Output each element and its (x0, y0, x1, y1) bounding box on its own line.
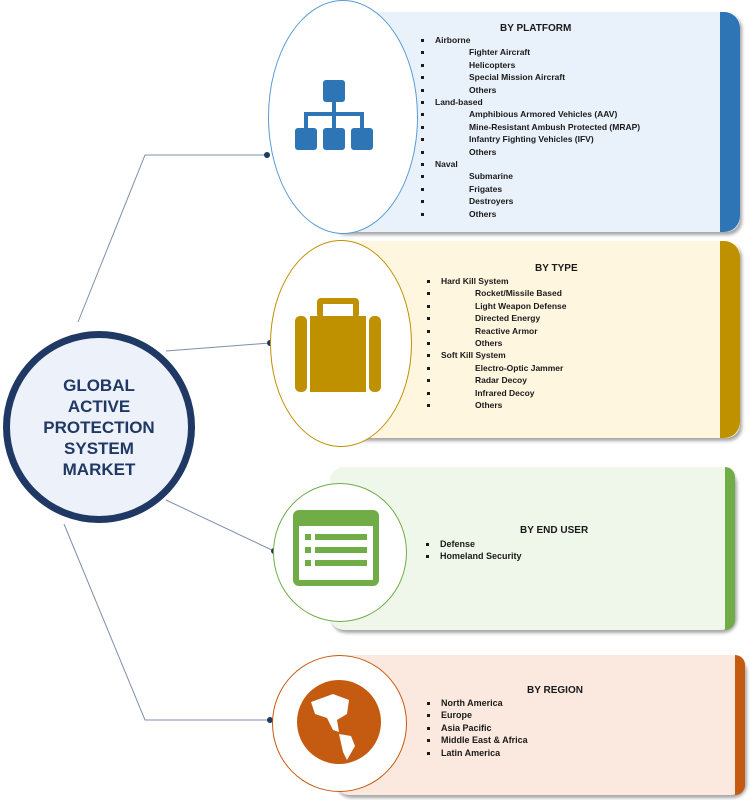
market-title-line: SYSTEM (64, 438, 134, 458)
region-title: BY REGION (527, 685, 583, 696)
market-title-line: ACTIVE (67, 396, 131, 416)
list-item: Reactive Armor (426, 325, 566, 337)
globe-icon (297, 680, 381, 764)
briefcase-icon (295, 298, 381, 392)
list-item: Latin America (427, 747, 528, 759)
list-item: Others (420, 146, 640, 158)
list-item: North America (427, 697, 528, 709)
list-item: Infrared Decoy (426, 387, 566, 399)
type-title: BY TYPE (535, 263, 578, 274)
list-item: Homeland Security (426, 551, 522, 562)
list-item: Others (420, 208, 640, 220)
list-item: Electro-Optic Jammer (426, 362, 566, 374)
list-icon (293, 510, 379, 586)
list-item-group: Hard Kill System (426, 275, 566, 287)
end-user-title: BY END USER (520, 525, 589, 536)
list-item-group: Land-based (420, 96, 640, 108)
list-item: Radar Decoy (426, 374, 566, 386)
list-item: Destroyers (420, 195, 640, 207)
list-item: Light Weapon Defense (426, 300, 566, 312)
list-item: Mine-Resistant Ambush Protected (MRAP) (420, 121, 640, 133)
list-item-group: Airborne (420, 34, 640, 46)
list-item: Middle East & Africa (427, 735, 528, 746)
platform-icon-ellipse (268, 0, 418, 234)
list-item: Asia Pacific (427, 722, 528, 734)
list-item: Europe (427, 709, 528, 721)
list-item: Special Mission Aircraft (420, 71, 640, 83)
list-item: Fighter Aircraft (420, 46, 640, 58)
market-title-line: GLOBAL (63, 375, 135, 395)
list-item: Others (426, 337, 566, 349)
list-item: Helicopters (420, 59, 640, 71)
market-title-line: MARKET (62, 459, 136, 479)
list-item: Defense (426, 538, 522, 550)
list-item: Directed Energy (426, 312, 566, 324)
list-item: Infantry Fighting Vehicles (IFV) (420, 133, 640, 145)
list-item: Submarine (420, 170, 640, 182)
platform-title: BY PLATFORM (500, 23, 572, 34)
list-item: Frigates (420, 183, 640, 195)
hierarchy-icon (295, 80, 373, 150)
list-item-group: Naval (420, 158, 640, 170)
list-item: Amphibious Armored Vehicles (AAV) (420, 108, 640, 120)
list-item-group: Soft Kill System (426, 349, 566, 361)
list-item: Others (420, 84, 640, 96)
list-item: Rocket/Missile Based (426, 287, 566, 299)
list-item: Others (426, 399, 566, 411)
type-icon-ellipse (270, 240, 412, 447)
market-title-line: PROTECTION (43, 417, 155, 437)
